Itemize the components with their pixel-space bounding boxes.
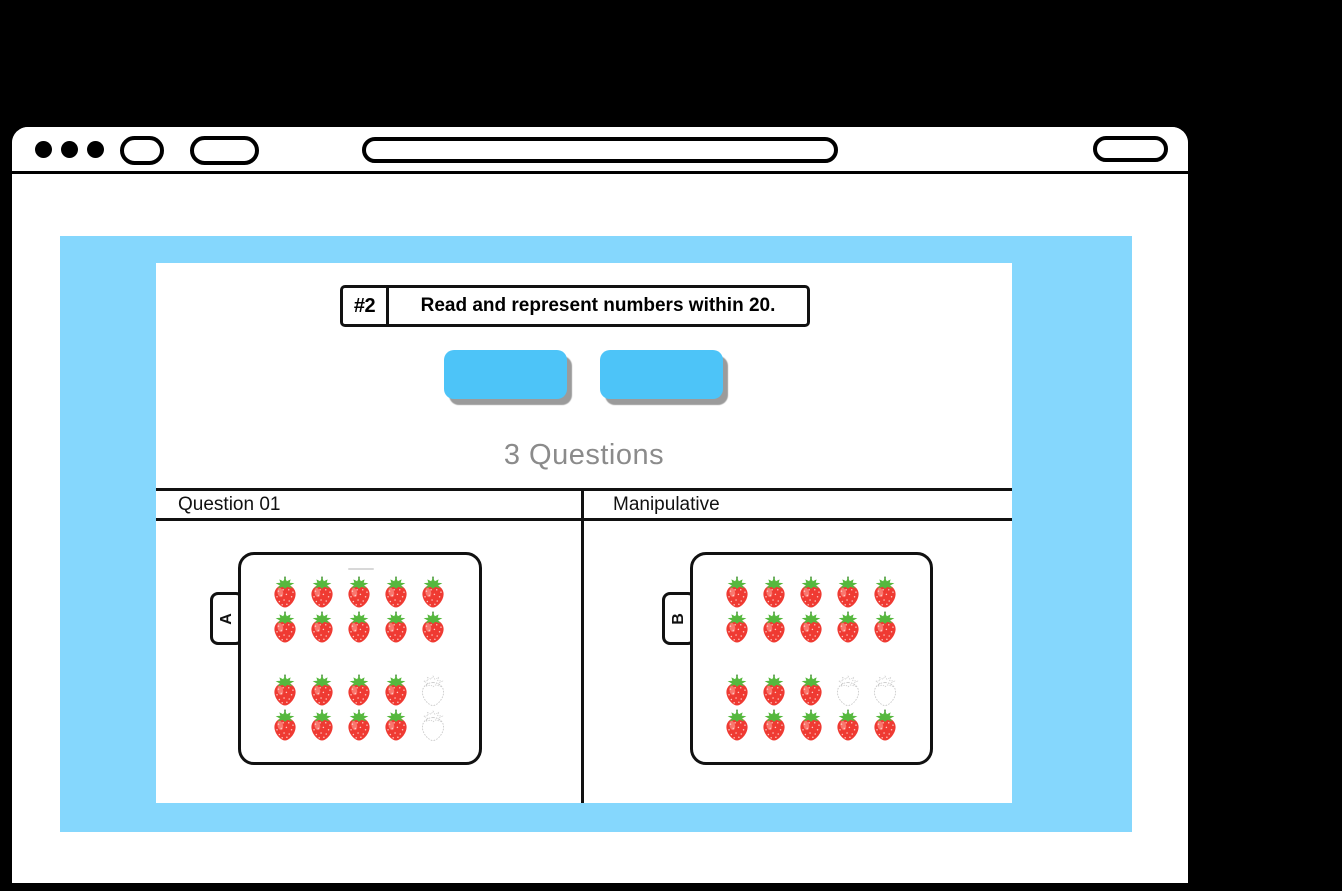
strawberry-icon bbox=[344, 576, 374, 610]
strawberry-icon bbox=[270, 709, 300, 743]
window-menu-pill-button[interactable] bbox=[1093, 136, 1168, 162]
strawberry-outline-icon bbox=[418, 674, 448, 708]
worksheet-header: #2 Read and represent numbers within 20. bbox=[340, 285, 810, 327]
strawberry-icon bbox=[870, 611, 900, 645]
strawberry-panel-a[interactable] bbox=[238, 552, 482, 765]
worksheet-title: Read and represent numbers within 20. bbox=[420, 295, 776, 316]
strawberry-icon bbox=[833, 611, 863, 645]
strawberry-icon bbox=[796, 709, 826, 743]
strawberry-icon bbox=[759, 576, 789, 610]
strawberry-icon bbox=[381, 674, 411, 708]
question-number-badge: #2 bbox=[343, 288, 389, 324]
strawberry-icon bbox=[870, 576, 900, 610]
strawberry-outline-icon bbox=[418, 709, 448, 743]
worksheet-card: #2 Read and represent numbers within 20.… bbox=[156, 263, 1012, 803]
strawberry-icon bbox=[796, 576, 826, 610]
url-bar[interactable] bbox=[362, 137, 838, 163]
strawberry-icon bbox=[722, 576, 752, 610]
browser-window: #2 Read and represent numbers within 20.… bbox=[10, 125, 1190, 885]
nav-pill-button[interactable] bbox=[190, 136, 259, 165]
strawberry-icon bbox=[722, 674, 752, 708]
strawberry-icon bbox=[270, 576, 300, 610]
strawberry-icon bbox=[759, 611, 789, 645]
strawberry-icon bbox=[870, 709, 900, 743]
strawberry-icon bbox=[418, 576, 448, 610]
panel-tab-b-label: B bbox=[670, 612, 687, 625]
strawberry-icon bbox=[722, 709, 752, 743]
strawberry-icon bbox=[381, 576, 411, 610]
traffic-light-dot-icon bbox=[61, 141, 78, 158]
column-header-manipulative: Manipulative bbox=[613, 493, 720, 515]
strawberry-icon bbox=[759, 674, 789, 708]
questions-count-label: 3 Questions bbox=[503, 439, 665, 471]
strawberry-panel-b[interactable] bbox=[690, 552, 933, 765]
strawberry-icon bbox=[759, 709, 789, 743]
table-header-row: Question 01 Manipulative bbox=[156, 488, 1012, 521]
strawberry-icon bbox=[344, 709, 374, 743]
browser-chrome-bar bbox=[12, 127, 1188, 174]
strawberry-icon bbox=[307, 674, 337, 708]
strawberry-icon bbox=[796, 674, 826, 708]
strawberry-icon bbox=[381, 611, 411, 645]
panel-top-dash bbox=[348, 568, 374, 570]
panel-tab-a-label: A bbox=[218, 612, 235, 625]
strawberry-icon bbox=[270, 674, 300, 708]
column-header-question: Question 01 bbox=[178, 493, 281, 515]
strawberry-icon bbox=[307, 611, 337, 645]
strawberry-icon bbox=[307, 576, 337, 610]
action-button-1[interactable] bbox=[444, 350, 567, 399]
strawberry-icon bbox=[270, 611, 300, 645]
strawberry-outline-icon bbox=[870, 674, 900, 708]
strawberry-icon bbox=[833, 709, 863, 743]
strawberry-icon bbox=[307, 709, 337, 743]
strawberry-icon bbox=[381, 709, 411, 743]
action-button-2[interactable] bbox=[600, 350, 723, 399]
traffic-light-dot-icon bbox=[35, 141, 52, 158]
lesson-canvas: #2 Read and represent numbers within 20.… bbox=[60, 236, 1132, 832]
nav-circle-button[interactable] bbox=[120, 136, 164, 165]
strawberry-icon bbox=[796, 611, 826, 645]
strawberry-icon bbox=[833, 576, 863, 610]
strawberry-icon bbox=[722, 611, 752, 645]
strawberry-outline-icon bbox=[833, 674, 863, 708]
strawberry-icon bbox=[418, 611, 448, 645]
strawberry-icon bbox=[344, 611, 374, 645]
strawberry-icon bbox=[344, 674, 374, 708]
table-column-divider bbox=[581, 488, 584, 803]
traffic-light-dot-icon bbox=[87, 141, 104, 158]
